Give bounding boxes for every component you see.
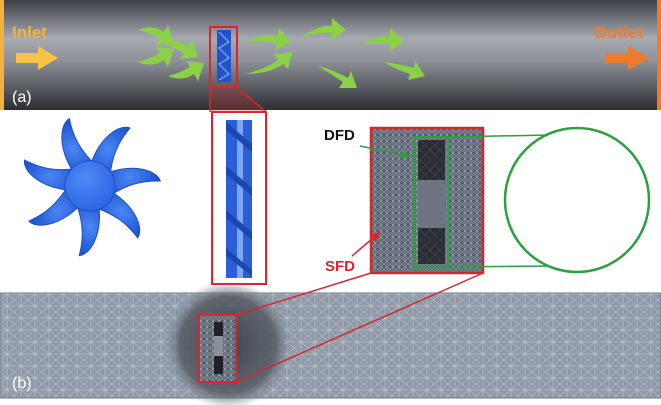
outlet-label: Outlet — [594, 23, 643, 42]
fan-front-view — [24, 118, 161, 256]
sfd-label: SFD — [325, 258, 355, 275]
panel-a-label: (a) — [12, 89, 32, 106]
mesh-domain — [0, 293, 661, 398]
pipe-body — [0, 0, 661, 110]
pipe-outlet-cap — [657, 0, 661, 110]
panel-b-label: (b) — [12, 375, 32, 392]
fan-mesh-detail — [493, 112, 661, 285]
fan-side-view — [212, 112, 266, 284]
inlet-label: Inlet — [12, 23, 47, 42]
mesh-zoom-view — [371, 128, 483, 273]
dfd-label: DFD — [324, 127, 355, 144]
fan-hub — [65, 161, 115, 211]
panel-b: (b) — [0, 281, 661, 405]
pipe-fan-icon — [217, 30, 231, 82]
pipe-inlet-cap — [0, 0, 4, 110]
panel-a: Inlet Outlet (a) — [0, 0, 661, 110]
